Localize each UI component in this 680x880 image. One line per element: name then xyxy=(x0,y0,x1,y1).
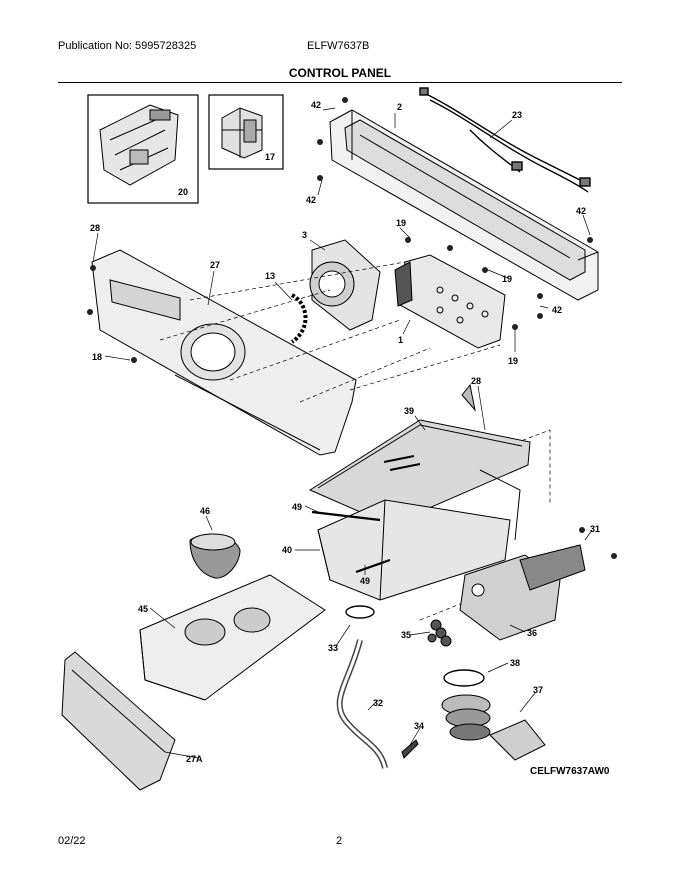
drawer-front-part-27A xyxy=(61,651,176,791)
callout-27: 27 xyxy=(210,260,220,270)
callout-19b: 19 xyxy=(502,274,512,284)
panel-frame-part-2 xyxy=(329,109,599,301)
selector-module-part-3 xyxy=(309,239,381,331)
inset-part-20 xyxy=(87,94,199,204)
inset-part-17 xyxy=(208,94,284,170)
hose-inner xyxy=(338,639,387,769)
clamp-part-33 xyxy=(345,605,375,619)
part-34 xyxy=(401,739,419,759)
callout-labels: 1 2 3 13 17 18 19 19 19 20 23 27 27A 28 … xyxy=(90,100,610,777)
callout-13: 13 xyxy=(265,271,275,281)
callout-46: 46 xyxy=(200,506,210,516)
callout-34: 34 xyxy=(414,721,424,731)
callout-49b: 49 xyxy=(360,576,370,586)
knob-ring-part-13 xyxy=(290,293,308,344)
drawing-code: CELFW7637AW0 xyxy=(530,766,610,777)
seals-part-49 xyxy=(311,510,391,574)
dispenser-housing-part-40 xyxy=(317,469,521,601)
callout-32: 32 xyxy=(373,698,383,708)
callout-42a: 42 xyxy=(311,100,321,110)
publication-number: Publication No: 5995728325 xyxy=(58,40,197,52)
footer-date: 02/22 xyxy=(58,835,86,847)
float-part-46 xyxy=(189,533,241,579)
callout-18: 18 xyxy=(92,352,102,362)
callout-19a: 19 xyxy=(396,218,406,228)
drawer-part-45 xyxy=(139,574,326,701)
callout-45: 45 xyxy=(138,604,148,614)
dispenser-cover-part-39 xyxy=(308,383,531,526)
callout-37: 37 xyxy=(533,685,543,695)
leader-lines xyxy=(92,107,593,759)
callout-3: 3 xyxy=(302,230,307,240)
bellows-part-37 xyxy=(441,694,546,761)
callout-20: 20 xyxy=(178,187,188,197)
callout-42d: 42 xyxy=(552,305,562,315)
page-number: 2 xyxy=(336,835,343,847)
section-title: CONTROL PANEL xyxy=(288,66,392,80)
callout-23: 23 xyxy=(512,110,522,120)
callout-42b: 42 xyxy=(306,195,316,205)
wire-harness-part-23 xyxy=(419,87,591,193)
clamp-ring-part-38 xyxy=(443,669,485,687)
callout-19c: 19 xyxy=(508,356,518,366)
control-board-part-1 xyxy=(394,254,506,349)
callout-2: 2 xyxy=(397,102,402,112)
filter-screens-part-35 xyxy=(427,619,452,647)
callout-38: 38 xyxy=(510,658,520,668)
header-divider xyxy=(58,82,622,83)
callout-28a: 28 xyxy=(90,223,100,233)
callout-36: 36 xyxy=(527,628,537,638)
callout-1: 1 xyxy=(398,335,403,345)
callout-33: 33 xyxy=(328,643,338,653)
callout-28b: 28 xyxy=(471,376,481,386)
callout-31: 31 xyxy=(590,524,600,534)
water-valve-part-36 xyxy=(459,544,586,641)
callout-42c: 42 xyxy=(576,206,586,216)
callout-17: 17 xyxy=(265,152,275,162)
callout-40: 40 xyxy=(282,545,292,555)
model-number: ELFW7637B xyxy=(307,40,370,52)
callout-35: 35 xyxy=(401,630,411,640)
callout-27a: 27A xyxy=(186,754,203,764)
callout-49a: 49 xyxy=(292,502,302,512)
callout-39: 39 xyxy=(404,406,414,416)
fascia-panel-part-27 xyxy=(91,249,357,456)
